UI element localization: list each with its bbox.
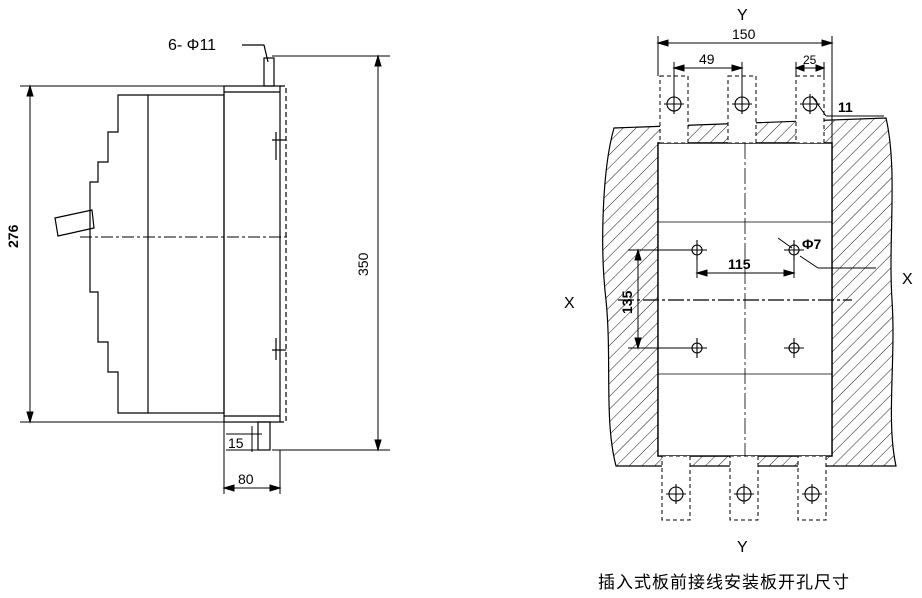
dim-total-width-label: 150: [732, 26, 756, 42]
dim-350: [272, 54, 390, 452]
breaker-handle: [54, 209, 95, 237]
dim-total-height-label: 350: [355, 252, 371, 276]
axis-label-top: Y: [737, 7, 748, 24]
dim-15: [226, 426, 262, 452]
dim-bottom-offset-label: 15: [228, 435, 244, 451]
drawing-caption: 插入式板前接线安装板开孔尺寸: [598, 573, 850, 593]
top-dimensions: [656, 36, 884, 143]
dim-hole-spacing-h-label: 115: [728, 256, 751, 272]
dim-115: [695, 237, 876, 278]
dim-276: [20, 84, 225, 424]
axis-label-left: X: [564, 295, 575, 312]
axis-label-right: X: [902, 271, 913, 288]
breaker-front-profile: [89, 94, 148, 414]
breaker-body: [147, 94, 225, 414]
axis-label-bottom: Y: [737, 539, 748, 556]
dim-135: [628, 248, 688, 350]
hole-spec-label: 6- Φ11: [168, 37, 216, 54]
side-view: [54, 44, 287, 451]
dim-pitch-label: 49: [699, 51, 715, 67]
dim-slot-label: 11: [838, 99, 853, 115]
dim-hole-label: Φ7: [802, 236, 821, 252]
dim-height-label: 276: [5, 224, 21, 248]
mounting-holes: [687, 240, 804, 358]
mounting-plate: [223, 85, 281, 423]
dim-hole-spacing-v-label: 135: [619, 290, 635, 314]
dim-edge-label: 25: [803, 53, 817, 67]
bottom-slots: [661, 455, 827, 521]
dim-depth-label: 80: [238, 471, 254, 487]
dim-80: [222, 422, 282, 494]
panel-cutout: 150 49 25 11 115 Φ7 135 Y Y: [564, 7, 913, 556]
top-terminal-stud: [263, 57, 275, 87]
bottom-terminal-stud: [257, 421, 271, 451]
slot-holes: [664, 94, 822, 504]
